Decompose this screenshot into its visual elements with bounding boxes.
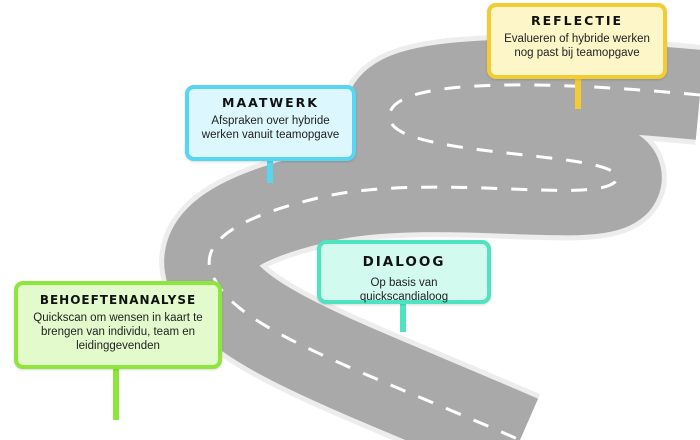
sign-post bbox=[113, 365, 119, 420]
sign-description: Afspraken over hybride werken vanuit tea… bbox=[201, 115, 340, 141]
sign-post bbox=[400, 300, 406, 332]
sign-board: MAATWERK Afspraken over hybride werken v… bbox=[185, 85, 356, 161]
sign-description: Quickscan om wensen in kaart te brengen … bbox=[33, 312, 203, 352]
sign-title: BEHOEFTENANALYSE bbox=[39, 293, 197, 307]
sign-description: Op basis van quickscandialoog bbox=[359, 277, 449, 303]
sign-title: DIALOOG bbox=[362, 254, 446, 270]
sign-behoeftenanalyse: BEHOEFTENANALYSE Quickscan om wensen in … bbox=[14, 281, 222, 420]
lane-marking bbox=[207, 83, 700, 440]
sign-title: MAATWERK bbox=[222, 95, 319, 110]
sign-board: BEHOEFTENANALYSE Quickscan om wensen in … bbox=[14, 281, 222, 369]
sign-maatwerk: MAATWERK Afspraken over hybride werken v… bbox=[185, 85, 356, 183]
sign-board: DIALOOG Op basis van quickscandialoog bbox=[317, 240, 491, 304]
sign-description: Evalueren of hybride werken nog past bij… bbox=[504, 33, 650, 59]
sign-board: REFLECTIE Evalueren of hybride werken no… bbox=[487, 3, 667, 79]
sign-post bbox=[267, 155, 273, 183]
sign-dialoog: DIALOOG Op basis van quickscandialoog bbox=[317, 240, 491, 332]
sign-post bbox=[575, 73, 581, 109]
sign-reflectie: REFLECTIE Evalueren of hybride werken no… bbox=[487, 3, 667, 109]
sign-title: REFLECTIE bbox=[530, 13, 624, 28]
